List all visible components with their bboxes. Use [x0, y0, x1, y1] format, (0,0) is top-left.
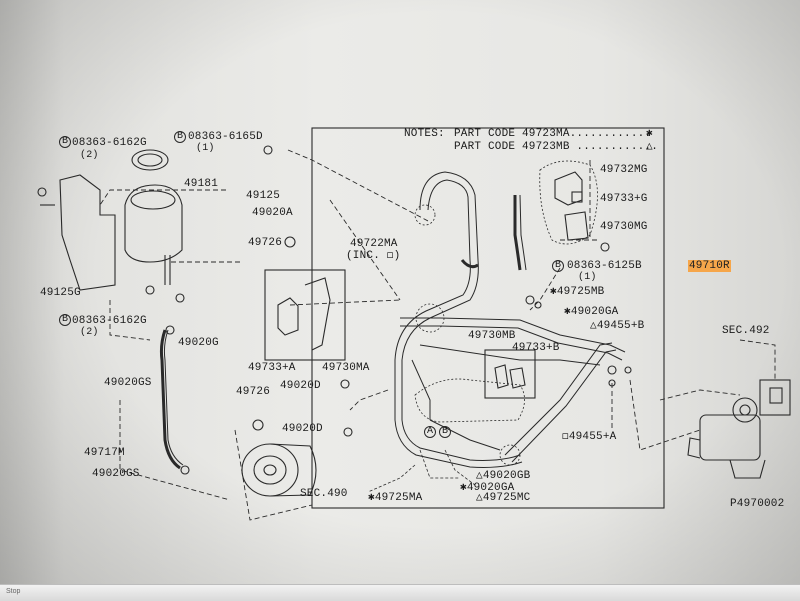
part-label: 08363-6162G: [72, 315, 147, 327]
line-49720: [400, 317, 626, 353]
part-label: 08363-6165D: [188, 131, 263, 143]
qty-label: (2): [80, 150, 99, 161]
steering-gear-sec492: [687, 379, 791, 479]
leader-line: [287, 149, 431, 223]
part-label: 49717M: [84, 447, 125, 459]
part-label: 49020GS: [104, 377, 152, 389]
part-label: 49730MG: [600, 221, 648, 233]
leader-line: [234, 429, 313, 521]
main-frame: [311, 127, 665, 509]
part-label: 49732MG: [600, 164, 648, 176]
leader-line: [99, 189, 226, 206]
part-label: 49020D: [280, 380, 321, 392]
leader-line: [739, 339, 776, 380]
part-label: 49125: [246, 190, 281, 202]
leader-line: [629, 379, 701, 451]
part-label: 49020D: [282, 423, 323, 435]
part-label: 49733+B: [512, 342, 560, 354]
part-label: 49181: [184, 178, 219, 190]
diagram-reference-code: P4970002: [730, 498, 785, 510]
circle-b-marker: B: [442, 426, 449, 437]
part-label: 49733+A: [248, 362, 296, 374]
leader-line: [119, 400, 231, 501]
notes-heading: NOTES:: [404, 128, 445, 140]
reservoir-cap: [131, 149, 169, 171]
part-label: 08363-6125B: [567, 260, 642, 272]
hose-49717m: [159, 329, 181, 470]
qty-label: (2): [80, 327, 99, 338]
taskbar: [0, 584, 800, 601]
qty-label: (1): [578, 272, 597, 283]
circle-b-marker: B: [62, 314, 69, 325]
leader-line: [109, 300, 151, 341]
leader-line: [289, 299, 401, 306]
clamp-49730mg: [564, 211, 589, 241]
leader-line: [329, 199, 401, 301]
inset-box-left: [264, 269, 346, 361]
leader-line: [659, 389, 741, 401]
circle-b-marker: B: [177, 131, 184, 142]
part-label: ◻49455+A: [562, 431, 617, 443]
part-label: 08363-6162G: [72, 137, 147, 149]
part-label: ✱49020GA: [564, 306, 619, 318]
part-label: 49020A: [252, 207, 293, 219]
part-label: △49455+B: [590, 320, 645, 332]
notes-line-2: PART CODE 49723MB ............: [454, 141, 659, 153]
pump-sec490: [241, 443, 317, 497]
leader-line: [349, 389, 389, 411]
part-label: (INC. ◻): [346, 250, 401, 262]
reservoir-49125: [124, 184, 183, 263]
part-label: △49725MC: [476, 492, 531, 504]
qty-label: (1): [196, 143, 215, 154]
part-label: ✱49725MB: [550, 286, 605, 298]
part-label: 49722MA: [350, 238, 398, 250]
part-label: 49020GS: [92, 468, 140, 480]
inset-box-mid: [484, 349, 536, 399]
part-label-49710r: 49710R: [688, 260, 731, 272]
part-label: 49020G: [178, 337, 219, 349]
clamp-49733a: [277, 297, 299, 336]
part-label: ✱49725MA: [368, 492, 423, 504]
leader-line: [529, 267, 561, 311]
part-label: 49726: [248, 237, 283, 249]
part-label: 49733+G: [600, 193, 648, 205]
highlight-marker: 49710R: [688, 260, 731, 272]
clamp-49733b: [494, 364, 509, 389]
circle-b-marker: B: [62, 136, 69, 147]
part-label: 49730MB: [468, 330, 516, 342]
part-label: 49730MA: [322, 362, 370, 374]
clamp-49732mg: [554, 171, 583, 206]
triangle-icon: △: [646, 141, 653, 153]
leader-line: [169, 261, 240, 282]
part-label: SEC.492: [722, 325, 770, 337]
part-label: 49726: [236, 386, 271, 398]
part-label: SEC.490: [300, 488, 348, 500]
part-label: 49125G: [40, 287, 81, 299]
taskbar-label[interactable]: Stop: [6, 588, 21, 595]
part-label: △49020GB: [476, 470, 531, 482]
line-49722ma: [401, 171, 521, 461]
part-label: ✱49020GA: [460, 482, 515, 494]
circle-a-marker: A: [427, 426, 434, 437]
asterisk-icon: ✱: [646, 128, 653, 140]
clamp-49730ma: [304, 277, 331, 351]
notes-line-1: PART CODE 49723MA............: [454, 128, 652, 140]
circle-b-marker: B: [555, 260, 562, 271]
bracket-49125g: [59, 174, 116, 291]
hose-49723: [513, 195, 522, 271]
clamp-49733g: [571, 191, 583, 203]
